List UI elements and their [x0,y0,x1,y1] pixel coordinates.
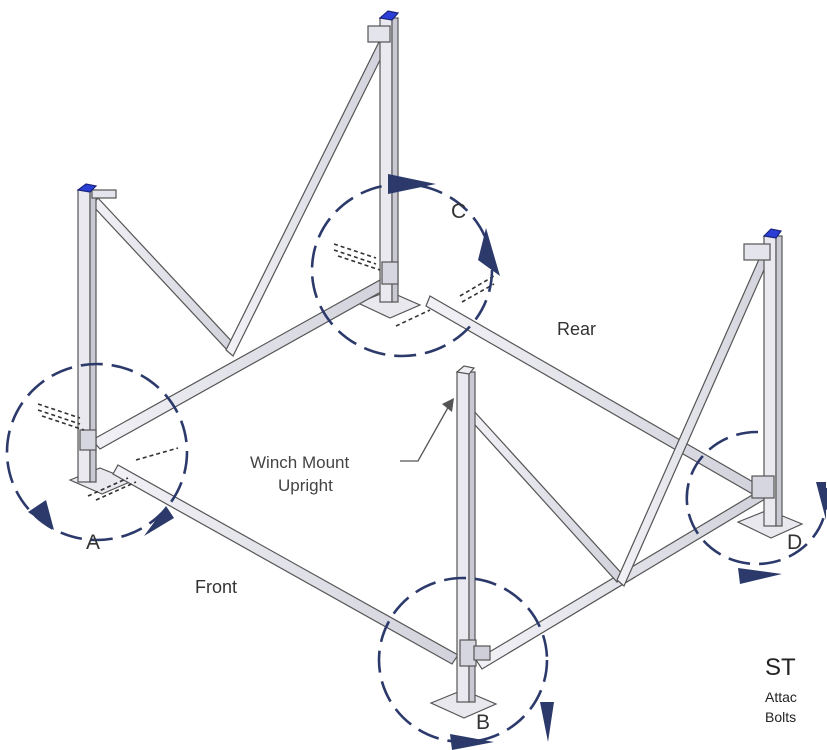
upright-c [367,10,400,303]
arrow-d-right [816,482,826,520]
step-line-2: Bolts [765,709,796,725]
cap-c [378,10,400,21]
label-c: C [451,200,466,223]
label-winch-mount: Winch Mount [250,453,349,472]
brace-a [91,197,237,353]
upright-a [76,183,117,483]
arrow-c-right [478,228,500,276]
exploded-bolts [37,243,495,501]
step-line-1: Attac [765,689,797,705]
labels: A C B D Front Rear Winch Mount Upright [86,200,802,734]
step-box: ST Attac Bolts [765,654,797,725]
rail-a-b [112,464,459,665]
arrow-a-left [28,500,54,530]
label-b: B [476,711,490,734]
label-a: A [86,531,100,554]
label-winch-upright: Upright [278,476,333,495]
detail-circle-a [5,362,189,542]
step-heading: ST [765,654,796,681]
upright-b [455,365,491,703]
arrow-c-top [388,174,436,194]
rail-a-c [91,279,389,450]
label-d: D [787,531,802,554]
cap-a [76,183,98,193]
arrow-b-right [540,702,554,742]
arrow-a-right [144,506,174,536]
arrow-d-bottom [738,568,782,584]
arrow-b-bottom [450,734,494,750]
cap-d [762,228,783,239]
brace-b [465,408,625,583]
foot-plate-b [429,689,498,719]
uprights [76,10,783,703]
rotation-arrows [28,174,826,750]
label-front: Front [195,577,237,597]
label-rear: Rear [557,319,596,339]
detail-circle-d [685,430,827,566]
brace-c [225,41,387,357]
upright-d [743,228,783,527]
braces [91,41,772,587]
winch-leader [400,398,454,462]
foot-plate-c [356,290,422,319]
cap-b [455,365,476,375]
